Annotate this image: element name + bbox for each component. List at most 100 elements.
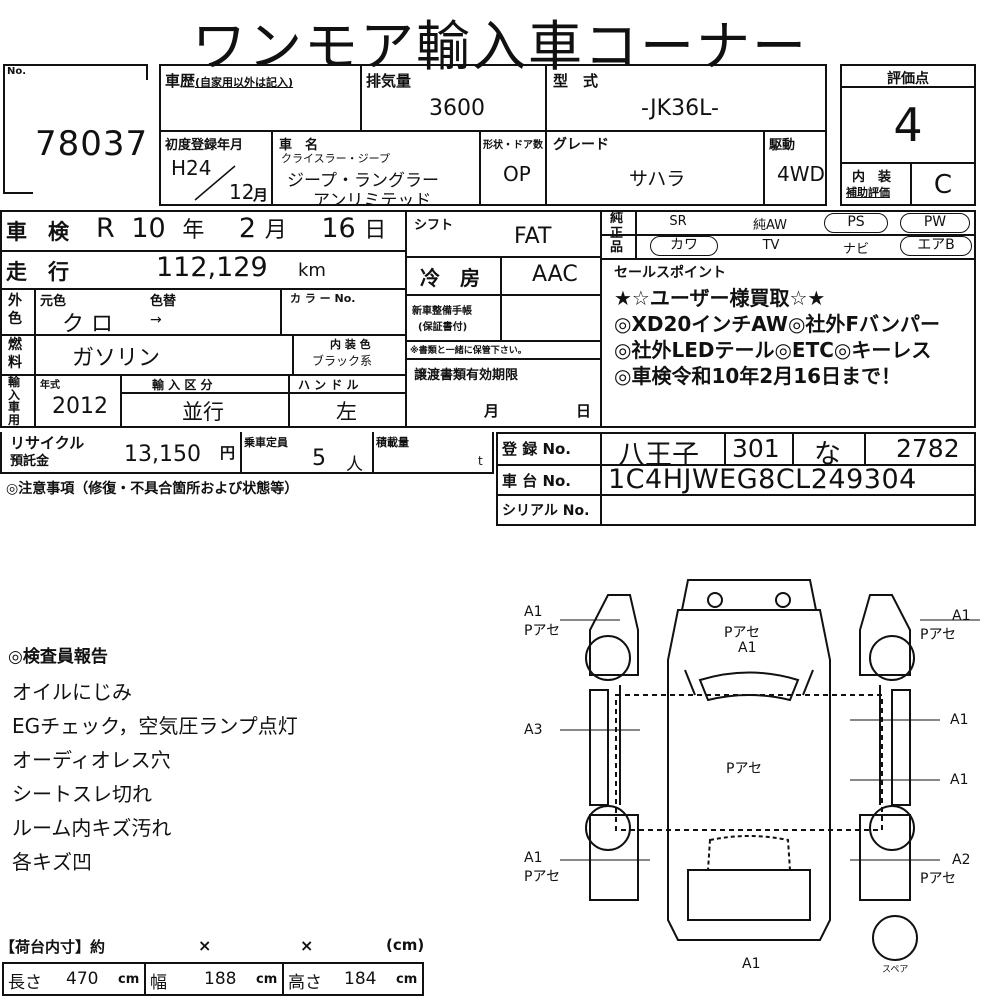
grade-value: サハラ <box>629 168 686 190</box>
capacity-value: 5 <box>312 446 326 471</box>
registration-kana: な <box>814 439 841 470</box>
color-orig-label: 元色 <box>40 294 67 309</box>
score-value: 4 <box>893 98 923 152</box>
genuine-label: 純正品 <box>610 211 624 255</box>
maintenance-label-2: (保証書付) <box>418 322 468 333</box>
serial-label: シリアル No. <box>502 503 590 519</box>
interior-label-2: 補助評価 <box>846 186 890 199</box>
capacity-unit: 人 <box>346 455 363 475</box>
no-box: No. 78037 <box>3 64 155 206</box>
sales-line-4: ◎車検令和10年2月16日まで！ <box>614 364 902 388</box>
handle-label: ハ ン ド ル <box>298 378 359 392</box>
cargo-width-cm: cm <box>256 972 278 987</box>
first-reg-month: 12 <box>229 180 255 204</box>
drive-label: 駆動 <box>769 138 796 153</box>
diagram-spare: スペア <box>882 965 909 975</box>
no-label: No. <box>7 66 27 77</box>
genuine-ps: PS <box>824 213 888 233</box>
import-label: 輸入車用 <box>8 375 21 427</box>
car-damage-diagram <box>560 579 980 961</box>
cargo-width: 188 <box>204 969 237 989</box>
diagram-roof: Pアセ <box>726 761 763 777</box>
color-label: 外色 <box>8 293 22 327</box>
report-line: 各キズ凹 <box>12 850 92 874</box>
handle-value: 左 <box>336 400 357 424</box>
cargo-x2: × <box>300 936 314 955</box>
drive-value: 4WD <box>777 162 825 186</box>
maintenance-label-1: 新車整備手帳 <box>412 306 472 317</box>
car-name-2: アンリミテッド <box>313 191 432 204</box>
interior-color-label: 内 装 色 <box>330 338 371 351</box>
score-label: 評価点 <box>887 71 929 87</box>
transfer-label: 譲渡書類有効期限 <box>414 368 519 383</box>
spec-table: 車歴(自家用以外は記入) 排気量 3600 型 式 -JK36L- 初度登録年月… <box>159 64 827 206</box>
no-value: 78037 <box>35 124 149 164</box>
diagram-hood-2: A1 <box>738 640 757 656</box>
interior-label-1: 内 装 <box>852 170 892 185</box>
displacement-value: 3600 <box>429 96 485 121</box>
genuine-sr: SR <box>669 214 687 229</box>
history-label: 車歴(自家用以外は記入) <box>165 72 294 90</box>
import-year-label: 年式 <box>40 380 60 391</box>
diagram-fl-1: A1 <box>524 604 543 620</box>
cargo-length-cm: cm <box>118 972 140 987</box>
aircon-label: 冷 房 <box>420 266 480 290</box>
color-arrow: → <box>150 312 162 328</box>
score-box: 評価点 4 内 装 補助評価 C <box>840 64 976 206</box>
registration-number: 2782 <box>896 434 960 463</box>
car-maker: クライスラー・ジープ <box>281 152 391 165</box>
color-change-label: 色替 <box>150 294 177 309</box>
model-value: -JK36L- <box>641 96 719 121</box>
cargo-length: 470 <box>66 969 99 989</box>
report-line: EGチェック，空気圧ランプ点灯 <box>12 714 298 738</box>
genuine-leather: カワ <box>650 236 718 256</box>
color-code-label: カ ラ ー No. <box>290 292 356 305</box>
mileage-value: 112,129 <box>156 252 268 283</box>
model-label: 型 式 <box>553 72 599 90</box>
registration-area: 八王子 <box>618 440 699 471</box>
first-reg-year: H24 <box>171 156 212 180</box>
cargo-x1: × <box>198 936 212 955</box>
notes-label: ◎注意事項（修復・不具合箇所および状態等） <box>6 481 299 497</box>
sales-line-1: ★☆ユーザー様買取☆★ <box>614 286 826 310</box>
diagram-rear: A1 <box>742 956 761 972</box>
transfer-day: 日 <box>576 402 592 420</box>
diagram-right-mid-2: A1 <box>950 772 969 788</box>
first-reg-label: 初度登録年月 <box>165 138 244 153</box>
report-line: オーディオレス穴 <box>12 748 171 772</box>
diagram-hood-1: Pアセ <box>724 625 761 641</box>
interior-color: ブラック系 <box>312 354 373 368</box>
inspection-label: 車 検 <box>6 220 69 244</box>
recycle-label-1: リサイクル <box>10 434 85 452</box>
genuine-tv: TV <box>762 238 780 253</box>
fuel-value: ガソリン <box>72 346 161 371</box>
cargo-height-label: 高さ <box>288 973 322 993</box>
maintenance-note: ※書類と一緒に保管下さい。 <box>410 346 527 356</box>
color-value: ク ロ <box>62 312 113 337</box>
middle-table: 車 検 R 10 年 2 月 16 日 走 行 112,129 km 外色 元色… <box>0 210 1000 432</box>
recycle-label-2: 預託金 <box>10 454 50 469</box>
diagram-left-mid: A3 <box>524 722 543 738</box>
import-year: 2012 <box>52 394 108 419</box>
diagram-rl-2: Pアセ <box>524 869 561 885</box>
genuine-airbag: エアB <box>900 236 972 256</box>
report-line: ルーム内キズ汚れ <box>12 816 172 840</box>
diagram-fr-2: Pアセ <box>920 627 957 643</box>
mileage-unit: km <box>298 260 326 281</box>
shift-value: FAT <box>514 224 552 249</box>
report-line: シートスレ切れ <box>12 782 152 806</box>
recycle-row: リサイクル 預託金 13,150 円 乗車定員 5 人 積載量 t <box>0 432 496 476</box>
registration-label: 登 録 No. <box>502 440 572 458</box>
diagram-rl-1: A1 <box>524 850 543 866</box>
genuine-aw: 純AW <box>752 218 788 233</box>
sales-line-3: ◎社外LEDテール◎ETC◎キーレス <box>614 338 932 362</box>
cargo-width-label: 幅 <box>150 973 167 993</box>
cargo-height-cm: cm <box>396 972 418 987</box>
diagram-rr-1: A2 <box>952 852 971 868</box>
load-label: 積載量 <box>376 436 409 449</box>
report-line: オイルにじみ <box>12 680 132 704</box>
recycle-unit: 円 <box>220 444 236 462</box>
diagram-fl-2: Pアセ <box>524 623 561 639</box>
inspection-date: R 10 年 2 月 16 日 <box>96 213 387 244</box>
body-label: 形状・ドア数 <box>483 140 543 151</box>
